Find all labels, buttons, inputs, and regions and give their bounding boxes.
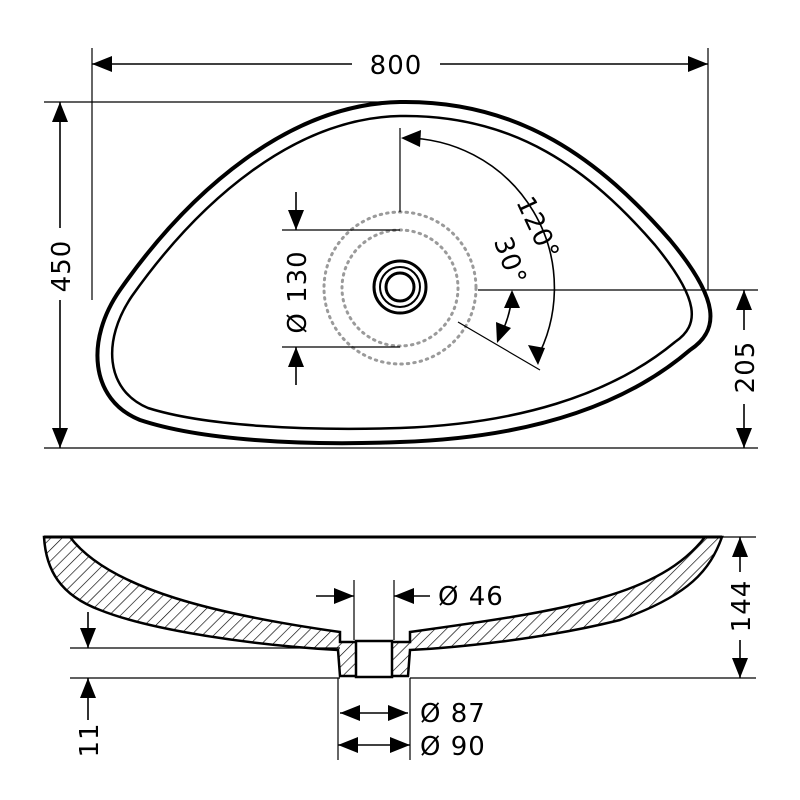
- angle-30-arrow-end: [496, 322, 511, 343]
- height-label: 450: [47, 240, 77, 293]
- offset-label: 205: [731, 341, 761, 394]
- d87-arrow-right: [388, 705, 408, 721]
- tap-arrow-top: [288, 210, 304, 230]
- offset-arrow-bottom: [736, 428, 752, 448]
- drain-arrow-right: [394, 588, 414, 604]
- drain-arrow-left: [334, 588, 354, 604]
- width-arrow-left: [92, 56, 112, 72]
- offset-arrow-top: [736, 290, 752, 310]
- width-label: 800: [370, 51, 423, 81]
- angle-120-arrow-start: [401, 130, 421, 147]
- section-drain-bore: [354, 639, 394, 679]
- height-arrow-top: [52, 102, 68, 122]
- tap-arrow-bottom: [288, 347, 304, 367]
- drain-ring-outer: [372, 259, 428, 315]
- tap-circle-inner: [340, 228, 460, 348]
- top-view: 800 450 205 Ø 130 120°: [44, 48, 761, 449]
- height-arrow-bottom: [52, 428, 68, 448]
- depth-arrow-top: [732, 537, 748, 557]
- section-view: 144 Ø 46 Ø 87 Ø 90 11: [42, 535, 757, 762]
- d87-label: Ø 87: [420, 699, 486, 729]
- basin-outer-outline: [95, 99, 713, 446]
- base-height-label: 11: [75, 722, 105, 757]
- angle-30-arrow-start: [504, 290, 520, 308]
- width-arrow-right: [688, 56, 708, 72]
- basin-inner-outline: [110, 114, 694, 431]
- d90-arrow-left: [338, 737, 358, 753]
- drain-ring-mid: [379, 266, 421, 308]
- angle-ref-diagonal: [457, 321, 541, 371]
- angle-arc-120: [403, 137, 556, 361]
- d90-label: Ø 90: [420, 732, 486, 762]
- angle-30-label: 30°: [487, 233, 532, 289]
- tap-diameter-label: Ø 130: [283, 250, 313, 333]
- base-arrow-bottom: [80, 678, 96, 698]
- depth-label: 144: [727, 580, 757, 633]
- d87-arrow-left: [340, 705, 360, 721]
- depth-arrow-bottom: [732, 658, 748, 678]
- d90-arrow-right: [390, 737, 410, 753]
- tap-circle-outer: [322, 210, 478, 366]
- drain-ring-inner: [384, 271, 416, 303]
- angle-120-arrow-end: [528, 345, 545, 365]
- drain-diameter-label: Ø 46: [438, 582, 504, 612]
- base-arrow-top: [80, 628, 96, 648]
